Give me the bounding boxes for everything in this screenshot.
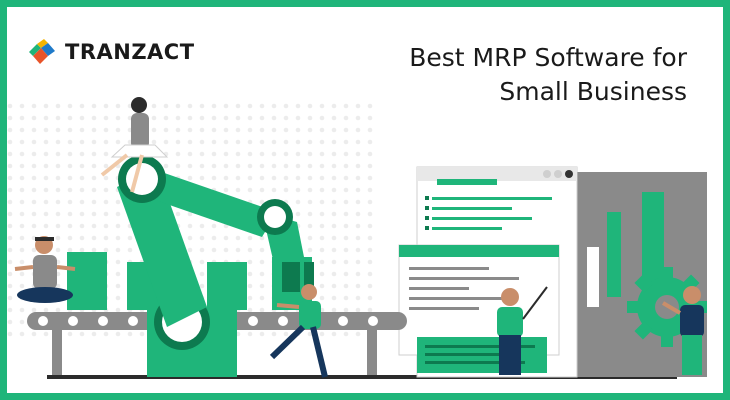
- headline-line-2: Small Business: [499, 77, 687, 106]
- person-presenting-illustration: [497, 286, 548, 375]
- headline-line-1: Best MRP Software for: [409, 43, 687, 72]
- brand-name: TRANZACT: [65, 40, 195, 64]
- tranzact-logo-icon: [29, 39, 55, 64]
- person-sitting-illustration: [100, 97, 169, 193]
- person-running-illustration: [269, 284, 328, 378]
- person-meditating-illustration: [14, 236, 76, 303]
- background-illustration: [7, 97, 707, 379]
- page-title: Best MRP Software for Small Business: [409, 41, 687, 109]
- brand-logo[interactable]: TRANZACT: [27, 37, 195, 67]
- person-standing-illustration: [661, 286, 704, 375]
- dashboard-screen-illustration: [398, 166, 578, 378]
- robotic-arm-illustration: [117, 155, 314, 377]
- floor-line: [47, 375, 677, 379]
